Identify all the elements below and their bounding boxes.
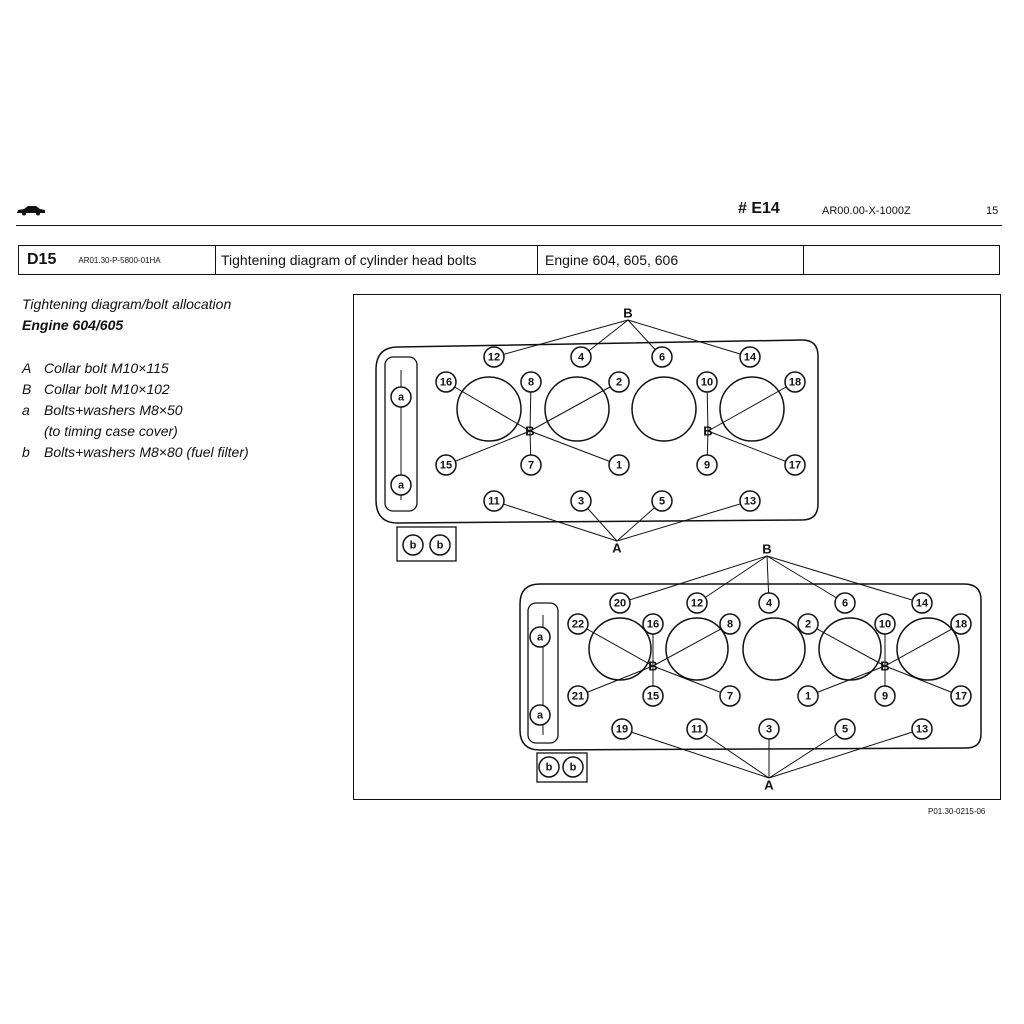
legend-item: a Bolts+washers M8×50 [22,400,342,421]
title-band-code-cell: D15 AR01.30-P-5800-01HA [19,246,216,274]
header-code: # E14 [738,200,780,217]
header-page-number: 15 [986,205,999,217]
legend-item: B Collar bolt M10×102 [22,379,342,400]
figure-frame [353,294,1001,800]
legend-key: b [22,444,30,460]
document-title: Tightening diagram of cylinder head bolt… [216,246,538,274]
legend-item: A Collar bolt M10×115 [22,358,342,379]
legend-text: Bolts+washers M8×80 (fuel filter) [44,444,249,460]
car-icon [17,206,45,216]
legend-text: Bolts+washers M8×50 [44,402,183,418]
header-doc-number: AR00.00-X-1000Z [822,205,911,217]
legend-key: a [22,402,30,418]
section-heading: Tightening diagram/bolt allocation [22,296,232,312]
title-band-empty-cell [804,246,999,274]
header-rule [16,225,1002,226]
legend-item: (to timing case cover) [22,421,342,442]
legend-column: Tightening diagram/bolt allocation Engin… [22,294,342,463]
legend-key: B [22,381,32,397]
legend-key: A [22,360,32,376]
section-subheading: Engine 604/605 [22,317,124,333]
engine-list: Engine 604, 605, 606 [538,246,804,274]
legend-text: Collar bolt M10×102 [44,381,170,397]
section-code: D15 [27,251,57,268]
legend-text: (to timing case cover) [44,423,178,439]
title-band: D15 AR01.30-P-5800-01HA Tightening diagr… [18,245,1000,275]
legend-key [22,421,44,442]
legend-list: A Collar bolt M10×115 B Collar bolt M10×10… [22,358,342,463]
legend-text: Collar bolt M10×115 [44,360,169,376]
figure-reference: P01.30-0215-06 [928,807,986,816]
legend-item: b Bolts+washers M8×80 (fuel filter) [22,442,342,463]
document-ref: AR01.30-P-5800-01HA [78,255,161,265]
